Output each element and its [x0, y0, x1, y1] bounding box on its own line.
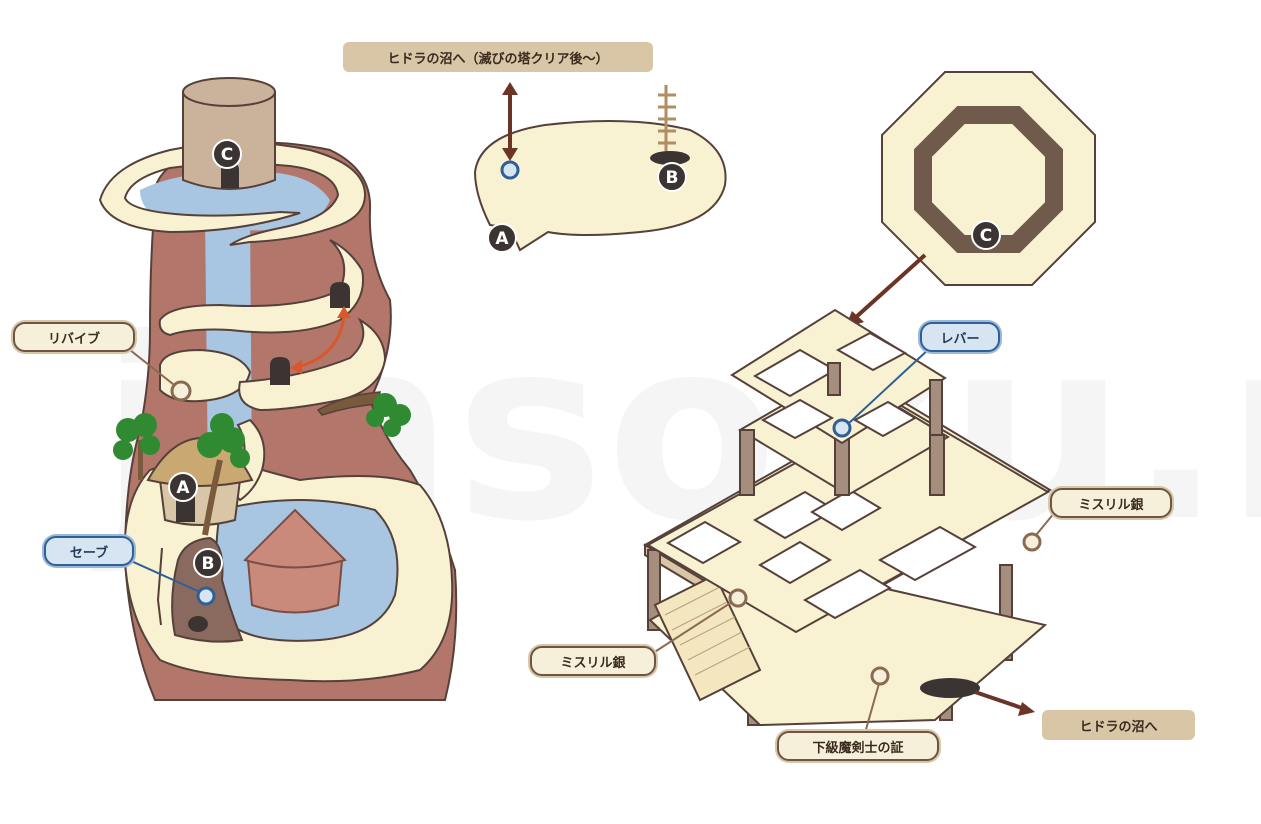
cave-door-lower [270, 357, 290, 385]
mithril-point-2 [728, 588, 748, 608]
door-link-arrow [290, 306, 351, 374]
lever-point [832, 418, 852, 438]
mountain-area [98, 77, 458, 701]
marker-c-tower: C [212, 139, 242, 169]
pool-pavilion [243, 508, 347, 614]
proof-point [870, 666, 890, 686]
svg-text:C: C [980, 226, 992, 246]
hydra-top-label: ヒドラの沼へ（滅びの塔クリア後〜） [343, 42, 653, 72]
warp-point [500, 160, 520, 180]
svg-text:C: C [221, 145, 233, 165]
marker-b-rock: B [193, 548, 223, 578]
save-leader [119, 555, 201, 593]
hydra-bottom-label: ヒドラの沼へ [1042, 710, 1195, 740]
marker-b-cave: B [657, 162, 687, 192]
mithril-point-1 [1022, 532, 1042, 552]
mithril-label-1: ミスリル銀 [1050, 488, 1172, 518]
tree-middle [197, 413, 250, 536]
proof-label: 下級魔剣士の証 [777, 731, 939, 761]
revive-point [170, 380, 192, 402]
revive-leader [129, 349, 179, 389]
hydra-up-arrow [502, 82, 518, 161]
svg-text:B: B [202, 554, 215, 574]
mithril-label-2: ミスリル銀 [530, 646, 656, 676]
cave-room [473, 82, 727, 252]
lever-leader [847, 347, 931, 425]
mithril2-leader [649, 599, 736, 656]
pit-hole [188, 616, 208, 632]
svg-text:A: A [176, 478, 190, 498]
octagon-arrow [845, 253, 927, 328]
lever-label: レバー [920, 322, 1000, 352]
marker-a-hut: A [168, 472, 198, 502]
upper-ledge [98, 141, 367, 246]
waterfall [205, 215, 252, 480]
cliff-crack [156, 547, 163, 626]
right-ledge [238, 317, 387, 412]
isometric-structure [643, 308, 1052, 727]
middle-path [158, 239, 364, 337]
save-point [196, 586, 216, 606]
octagon-room [881, 71, 1096, 286]
marker-c-octagon: C [971, 220, 1001, 250]
marker-a-cave: A [487, 223, 517, 253]
ladder [658, 85, 676, 155]
hydra-exit-arrow [974, 690, 1035, 716]
exit-hole [920, 678, 980, 698]
floor-hole [650, 151, 690, 165]
proof-leader [864, 679, 881, 734]
cave-door-upper [330, 282, 350, 308]
revive-label: リバイブ [13, 322, 135, 352]
tree-right [366, 393, 411, 437]
save-label: セーブ [44, 536, 134, 566]
svg-text:A: A [495, 229, 509, 249]
tree-left [113, 413, 160, 480]
tower [182, 77, 276, 190]
svg-text:B: B [666, 168, 679, 188]
